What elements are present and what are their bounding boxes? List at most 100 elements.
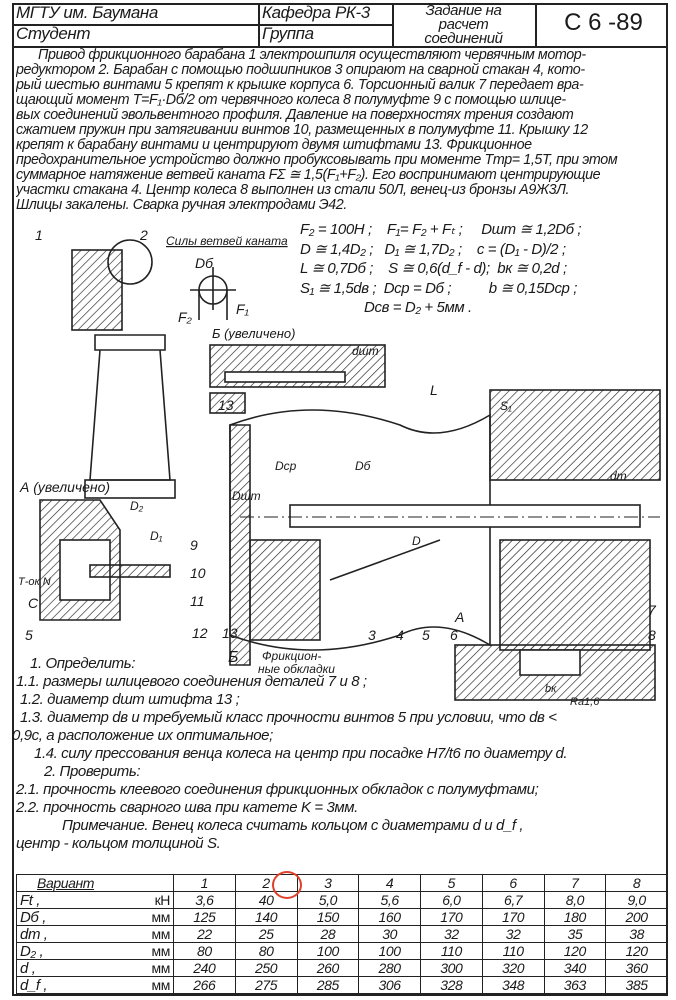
param-value: 160: [358, 908, 421, 926]
param-unit: мм: [137, 976, 174, 994]
param-name: dm ,: [16, 925, 137, 943]
description-line: сжатием пружин при затягивании винтов 10…: [16, 123, 588, 138]
task-line: 2.1. прочность клеевого соединения фрикц…: [16, 781, 539, 798]
param-value: 5,0: [296, 891, 360, 909]
variant-8: 8: [605, 874, 668, 892]
param-value: 285: [296, 976, 360, 994]
param-value: 38: [605, 925, 668, 943]
description-line: редуктором 2. Барабан с помощью подшипни…: [16, 63, 585, 78]
task-line: 1.3. диаметр dв и требуемый класс прочно…: [20, 709, 557, 726]
param-unit: мм: [137, 942, 174, 960]
param-value: 328: [420, 976, 483, 994]
task-line: 0,9c, а расположение их оптимальное;: [12, 727, 273, 744]
param-value: 6,0: [420, 891, 483, 909]
student-cell: Студент: [12, 24, 260, 48]
tasks: 1. Определить: 1.1. размеры шлицевого со…: [12, 655, 666, 853]
param-value: 100: [358, 942, 421, 960]
param-value: 340: [543, 959, 607, 977]
param-value: 3,6: [173, 891, 236, 909]
param-name: Dб ,: [16, 908, 137, 926]
variant-header: Вариант: [16, 874, 174, 892]
param-value: 363: [543, 976, 607, 994]
task-line: 1.2. диаметр dшт штифта 13 ;: [20, 691, 240, 708]
param-name: d ,: [16, 959, 137, 977]
param-value: 280: [358, 959, 421, 977]
param-value: 80: [234, 942, 298, 960]
param-value: 100: [296, 942, 360, 960]
formula-line: F₂ = 100H ; F₁= F₂ + Fₜ ; Dшт ≅ 1,2Dб ;: [300, 221, 582, 238]
description: Привод фрикционного барабана 1 электрошп…: [16, 48, 664, 213]
variant-7: 7: [543, 874, 607, 892]
param-value: 260: [296, 959, 360, 977]
department-cell: Кафедра РК-3: [258, 3, 394, 26]
param-unit: мм: [137, 925, 174, 943]
param-value: 250: [234, 959, 298, 977]
description-line: Шлицы закалены. Сварка ручная электродам…: [16, 198, 347, 213]
variant-3: 3: [296, 874, 360, 892]
param-value: 22: [173, 925, 236, 943]
param-value: 30: [358, 925, 421, 943]
param-value: 8,0: [543, 891, 607, 909]
param-value: 385: [605, 976, 668, 994]
param-name: Ft ,: [16, 891, 137, 909]
variant-1: 1: [173, 874, 236, 892]
task-title-cell: Задание на расчет соединений: [392, 3, 537, 48]
description-line: крепят к барабану винтами и центрируют д…: [16, 138, 532, 153]
param-unit: кН: [137, 891, 174, 909]
description-line: рый шестью винтами 5 крепят к крышке кор…: [16, 78, 584, 93]
param-value: 28: [296, 925, 360, 943]
description-line: вых соединений эвольвентного профиля. Да…: [16, 108, 574, 123]
formula-line: L ≅ 0,7Dб ; S ≅ 0,6(d_f - d); bк ≅ 0,2d …: [300, 260, 567, 277]
param-value: 348: [481, 976, 545, 994]
param-value: 180: [543, 908, 607, 926]
formula-line: D ≅ 1,4D₂ ; D₁ ≅ 1,7D₂ ; c = (D₁ - D)/2 …: [300, 240, 566, 258]
variant-5: 5: [420, 874, 483, 892]
param-value: 125: [173, 908, 236, 926]
param-value: 240: [173, 959, 236, 977]
param-value: 32: [420, 925, 483, 943]
variant-4: 4: [358, 874, 421, 892]
task-line: центр - кольцом толщиной S.: [16, 835, 221, 852]
param-value: 275: [234, 976, 298, 994]
param-unit: мм: [137, 959, 174, 977]
param-value: 320: [481, 959, 545, 977]
param-value: 140: [234, 908, 298, 926]
task-line: 1.4. силу прессования венца колеса на це…: [34, 745, 568, 762]
task-line: 2.2. прочность сварного шва при катете K…: [16, 799, 358, 816]
param-value: 120: [605, 942, 668, 960]
param-value: 32: [481, 925, 545, 943]
param-value: 6,7: [481, 891, 545, 909]
code-cell: С 6 -89: [535, 3, 668, 48]
param-value: 266: [173, 976, 236, 994]
param-value: 25: [234, 925, 298, 943]
description-line: щающий момент T=F₁·Dб/2 от червячного ко…: [16, 93, 566, 108]
param-value: 5,6: [358, 891, 421, 909]
param-value: 35: [543, 925, 607, 943]
selected-variant-circle: [272, 871, 302, 899]
param-value: 360: [605, 959, 668, 977]
formulas: F₂ = 100H ; F₁= F₂ + Fₜ ; Dшт ≅ 1,2Dб ; …: [300, 220, 582, 318]
task-line: 1. Определить:: [30, 655, 136, 672]
param-value: 110: [420, 942, 483, 960]
param-value: 80: [173, 942, 236, 960]
task-title-line: Задание на: [425, 2, 502, 19]
param-value: 170: [420, 908, 483, 926]
param-value: 200: [605, 908, 668, 926]
group-cell: Группа: [258, 24, 394, 48]
formula-line: Dсв = D₂ + 5мм .: [300, 299, 472, 316]
param-value: 300: [420, 959, 483, 977]
param-unit: мм: [137, 908, 174, 926]
description-line: суммарное натяжение ветвей каната FΣ ≅ 1…: [16, 168, 601, 183]
param-value: 110: [481, 942, 545, 960]
task-title-line: соединений: [424, 30, 503, 47]
param-value: 9,0: [605, 891, 668, 909]
param-value: 170: [481, 908, 545, 926]
description-line: участки стакана 4. Центр колеса 8 выполн…: [16, 183, 570, 198]
